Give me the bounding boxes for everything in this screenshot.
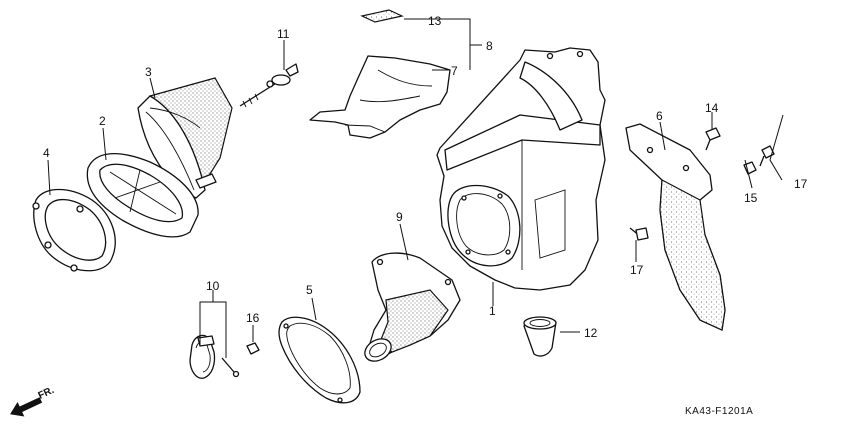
callout-4: 4	[43, 146, 50, 160]
callout-8: 8	[486, 39, 493, 53]
part-2-filter-cage	[86, 152, 217, 238]
part-13-pad	[360, 9, 404, 23]
callout-14: 14	[705, 101, 719, 115]
reference-code: KA43-F1201A	[685, 406, 753, 417]
part-3-air-filter	[137, 77, 233, 199]
part-16-nut	[246, 342, 260, 355]
part-11-screw	[239, 63, 299, 108]
front-label: FR.	[37, 385, 56, 402]
part-9-intake-boot	[364, 252, 461, 362]
part-7-cover	[309, 55, 451, 139]
part-10-clamp	[189, 334, 240, 379]
callout-5: 5	[306, 283, 313, 297]
part-6-panel	[625, 123, 726, 331]
callout-1: 1	[489, 304, 496, 318]
leader-lines	[47, 18, 784, 358]
callout-10: 10	[206, 279, 220, 293]
callout-7: 7	[451, 64, 458, 78]
arrow-icon	[10, 397, 43, 417]
callout-3: 3	[145, 65, 152, 79]
part-5-gasket	[278, 316, 361, 404]
callout-9: 9	[396, 210, 403, 224]
callout-2: 2	[99, 114, 106, 128]
part-12-drain-tube	[523, 316, 557, 357]
callout-11: 11	[277, 27, 290, 41]
callout-12: 12	[584, 326, 598, 340]
callout-13: 13	[428, 14, 442, 28]
callout-6: 6	[656, 109, 663, 123]
part-17-bolt-lower	[629, 227, 649, 241]
part-15-nut	[743, 161, 757, 175]
callout-labels: 1 2 3 4 5 6 7 8 9 10 11 12 13 14 15 16 1…	[43, 14, 808, 340]
callout-16: 16	[246, 311, 260, 325]
part-14-bolt	[705, 127, 721, 151]
callout-17-right: 17	[794, 177, 808, 191]
part-1-air-cleaner-case	[436, 47, 606, 291]
callout-15: 15	[744, 191, 758, 205]
front-arrow: FR.	[10, 385, 56, 417]
callout-17-lower: 17	[630, 263, 644, 277]
part-4-mounting-ring	[32, 188, 116, 272]
